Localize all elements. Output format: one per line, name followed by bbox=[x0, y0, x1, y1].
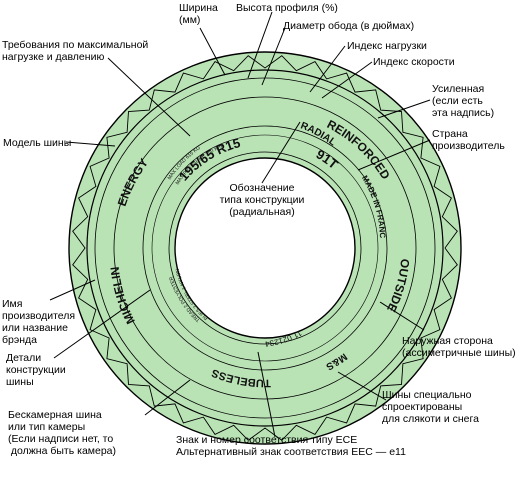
label-line: производителя bbox=[2, 310, 75, 322]
label-line: (ассиметричные шины) bbox=[402, 347, 516, 359]
label-line: Страна bbox=[432, 128, 468, 140]
label-line: Диаметр обода (в дюймах) bbox=[283, 20, 414, 32]
label-line: для слякоти и снега bbox=[382, 413, 479, 425]
label-line: или тип камеры bbox=[8, 421, 85, 433]
label-line: Требования по максимальной bbox=[2, 39, 148, 51]
label-model: Модель шины bbox=[3, 137, 71, 149]
label-line: должна быть камера) bbox=[8, 445, 116, 457]
label-line: Альтернативный знак соответствия EEC — e… bbox=[176, 446, 406, 458]
label-line: Знак и номер соответствия типу ECE bbox=[176, 434, 357, 446]
tread-zigzag bbox=[72, 55, 458, 441]
tire-body bbox=[68, 51, 462, 445]
tread-pattern bbox=[72, 55, 458, 441]
label-line: (радиальная) bbox=[229, 206, 294, 218]
label-line: Имя bbox=[2, 298, 22, 310]
label-speed-index: Индекс скорости bbox=[373, 56, 455, 68]
leader-lines bbox=[49, 11, 431, 438]
label-line: Бескамерная шина bbox=[8, 409, 102, 421]
label-line: Модель шины bbox=[3, 137, 71, 149]
label-line: Детали bbox=[6, 352, 41, 364]
label-line: спроектированы bbox=[382, 401, 462, 413]
label-line: Наружная сторона bbox=[402, 335, 493, 347]
label-line: брэнда bbox=[2, 334, 37, 346]
label-line: Шины специально bbox=[382, 389, 472, 401]
label-rim: Диаметр обода (в дюймах) bbox=[283, 20, 414, 32]
label-line: Индекс нагрузки bbox=[347, 40, 427, 52]
label-line: производитель bbox=[432, 140, 505, 152]
label-line: Индекс скорости bbox=[373, 56, 455, 68]
label-profile: Высота профиля (%) bbox=[236, 2, 338, 14]
label-line: Обозначение bbox=[230, 182, 295, 194]
label-outside: Наружная сторона(ассиметричные шины) bbox=[402, 335, 516, 359]
label-line: эта надпись) bbox=[432, 107, 494, 119]
label-width: Ширина(мм) bbox=[179, 2, 218, 26]
label-line: Усиленная bbox=[432, 83, 484, 95]
label-line: нагрузке и давлению bbox=[2, 51, 104, 63]
label-line: (мм) bbox=[179, 14, 200, 26]
label-line: шины bbox=[6, 376, 34, 388]
label-load-index: Индекс нагрузки bbox=[347, 40, 427, 52]
label-line: конструкции bbox=[6, 364, 66, 376]
label-line: Высота профиля (%) bbox=[236, 2, 338, 14]
label-line: (если есть bbox=[432, 95, 483, 107]
label-line: или название bbox=[2, 322, 68, 334]
label-line: типа конструкции bbox=[220, 194, 305, 206]
label-line: Ширина bbox=[179, 2, 218, 14]
label-line: (Если надписи нет, то bbox=[8, 433, 113, 445]
